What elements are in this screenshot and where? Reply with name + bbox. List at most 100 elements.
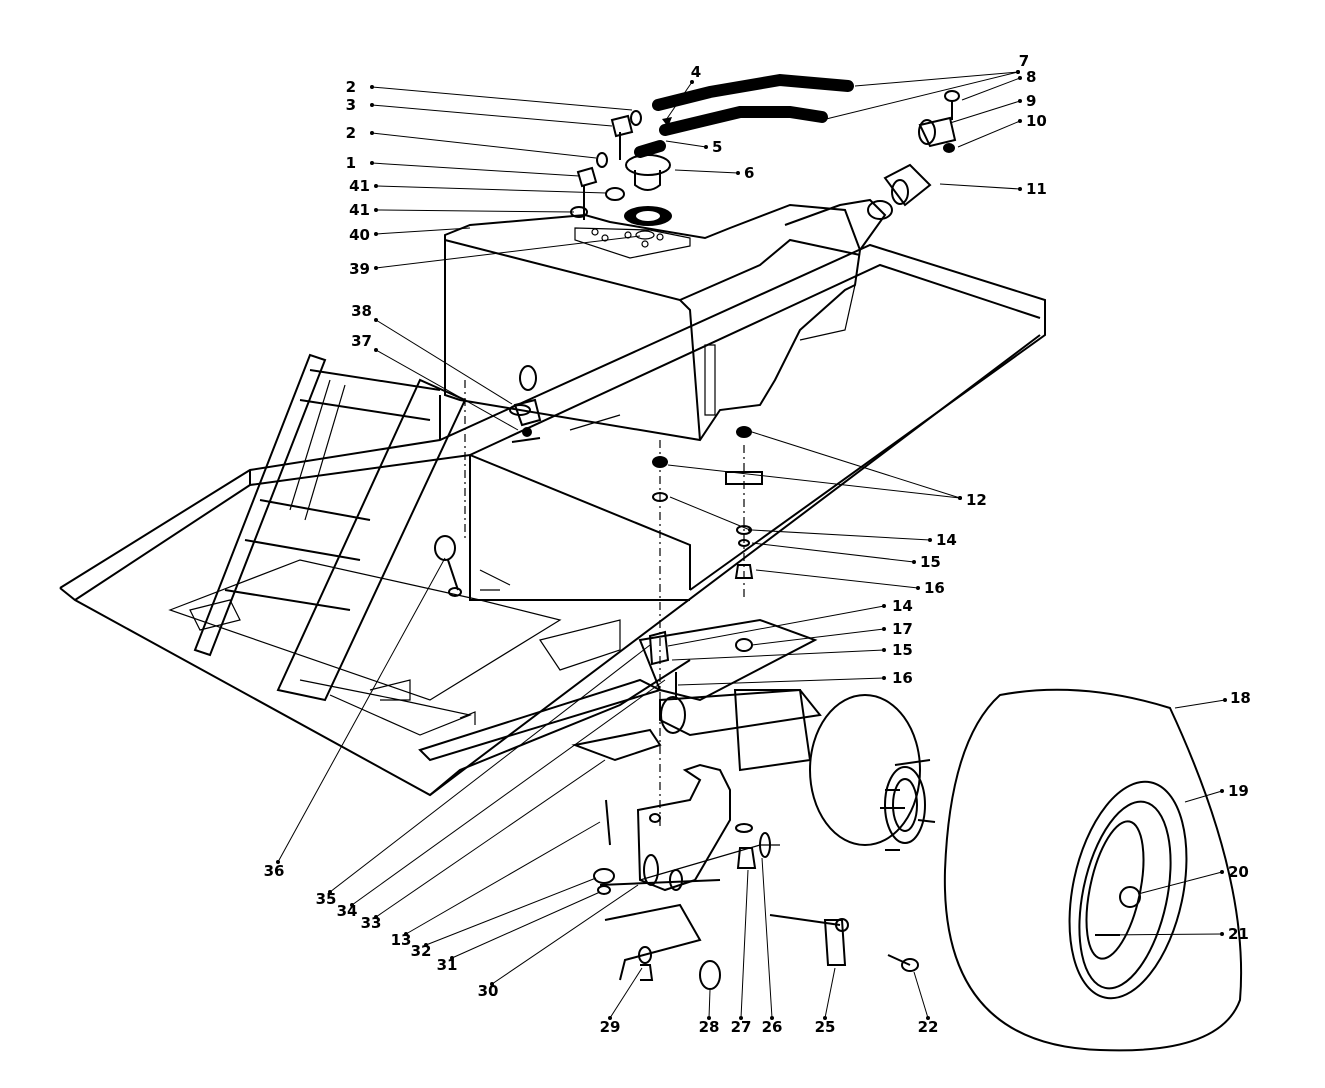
callout-2: 2 [346, 124, 356, 142]
fuel-tank [444, 198, 887, 442]
callout-13: 13 [391, 931, 412, 949]
leader-line [755, 569, 919, 589]
leader-line [949, 100, 1021, 124]
callout-22: 22 [918, 1018, 939, 1036]
callout-32: 32 [411, 942, 432, 960]
callout-38: 38 [351, 302, 372, 320]
leader-line [961, 77, 1021, 101]
leader-line [751, 529, 931, 541]
leader-dot [370, 103, 374, 107]
leader-line [667, 464, 961, 499]
leader-line [375, 349, 519, 431]
leader-dot [370, 85, 374, 89]
leader-dot [1220, 789, 1224, 793]
leader-dot [328, 890, 332, 894]
leader-dot [350, 903, 354, 907]
leader-line [375, 227, 471, 235]
leader-line [1184, 790, 1223, 803]
callout-37: 37 [351, 332, 372, 350]
callout-19: 19 [1228, 782, 1249, 800]
leader-line [939, 183, 1021, 190]
callout-4: 4 [691, 63, 701, 81]
callout-21: 21 [1228, 925, 1249, 943]
leader-dot [374, 208, 378, 212]
leader-line [1104, 933, 1223, 936]
callouts: 2321414140394567891011383712141516141715… [264, 52, 1251, 1036]
callout-16: 16 [892, 669, 913, 687]
callout-34: 34 [337, 902, 358, 920]
leader-dot [276, 860, 280, 864]
leader-dot [926, 1016, 930, 1020]
leader-line [1137, 871, 1223, 895]
callout-2: 2 [346, 78, 356, 96]
leader-dot [490, 982, 494, 986]
leader-dot [374, 915, 378, 919]
leader-dot [912, 560, 916, 564]
callout-25: 25 [815, 1018, 836, 1036]
leader-line [821, 71, 1019, 121]
leader-dot [707, 1016, 711, 1020]
callout-17: 17 [892, 620, 913, 638]
leader-line [491, 884, 639, 985]
leader-line [375, 209, 575, 213]
leader-line [371, 104, 613, 127]
leader-dot [1016, 70, 1020, 74]
callout-41: 41 [349, 177, 370, 195]
leader-dot [823, 1016, 827, 1020]
callout-6: 6 [744, 164, 754, 182]
leader-dot [882, 648, 886, 652]
leader-line [665, 81, 693, 121]
callout-11: 11 [1026, 180, 1047, 198]
callout-27: 27 [731, 1018, 752, 1036]
leader-line [740, 869, 749, 1019]
leader-dot [608, 1016, 612, 1020]
leader-line [671, 649, 885, 661]
callout-15: 15 [892, 641, 913, 659]
leader-line [665, 140, 707, 148]
leader-dot [748, 528, 752, 532]
wheel [943, 688, 1243, 1052]
leader-dot [739, 1016, 743, 1020]
callout-15: 15 [920, 553, 941, 571]
leader-line [708, 989, 711, 1019]
callout-1: 1 [346, 154, 356, 172]
leader-dot [882, 676, 886, 680]
leader-dot [1018, 187, 1022, 191]
callout-35: 35 [316, 890, 337, 908]
callout-28: 28 [699, 1018, 720, 1036]
callout-3: 3 [346, 96, 356, 114]
callout-26: 26 [762, 1018, 783, 1036]
callout-36: 36 [264, 862, 285, 880]
callout-18: 18 [1230, 689, 1251, 707]
leader-line [674, 169, 739, 174]
leader-line [609, 967, 643, 1019]
callout-30: 30 [478, 982, 499, 1000]
leader-line [405, 821, 601, 935]
leader-dot [928, 538, 932, 542]
callout-31: 31 [437, 956, 458, 974]
leader-dot [958, 496, 962, 500]
leader-dot [690, 80, 694, 84]
leader-line [957, 120, 1021, 148]
callout-14: 14 [936, 531, 957, 549]
leader-line [1174, 699, 1226, 709]
leader-dot [370, 161, 374, 165]
callout-41: 41 [349, 201, 370, 219]
callout-40: 40 [349, 226, 370, 244]
leader-dot [770, 1016, 774, 1020]
leader-line [375, 235, 641, 269]
leader-dot [374, 318, 378, 322]
leader-line [913, 971, 929, 1019]
leader-line [371, 86, 633, 111]
callout-16: 16 [924, 579, 945, 597]
leader-dot [370, 131, 374, 135]
leader-dot [374, 232, 378, 236]
leader-dot [882, 627, 886, 631]
top-fittings [570, 73, 960, 226]
callout-10: 10 [1026, 112, 1047, 130]
leader-dot [374, 184, 378, 188]
leader-dot [882, 604, 886, 608]
leader-dot [1018, 76, 1022, 80]
frame [59, 243, 1046, 797]
callout-20: 20 [1228, 863, 1249, 881]
